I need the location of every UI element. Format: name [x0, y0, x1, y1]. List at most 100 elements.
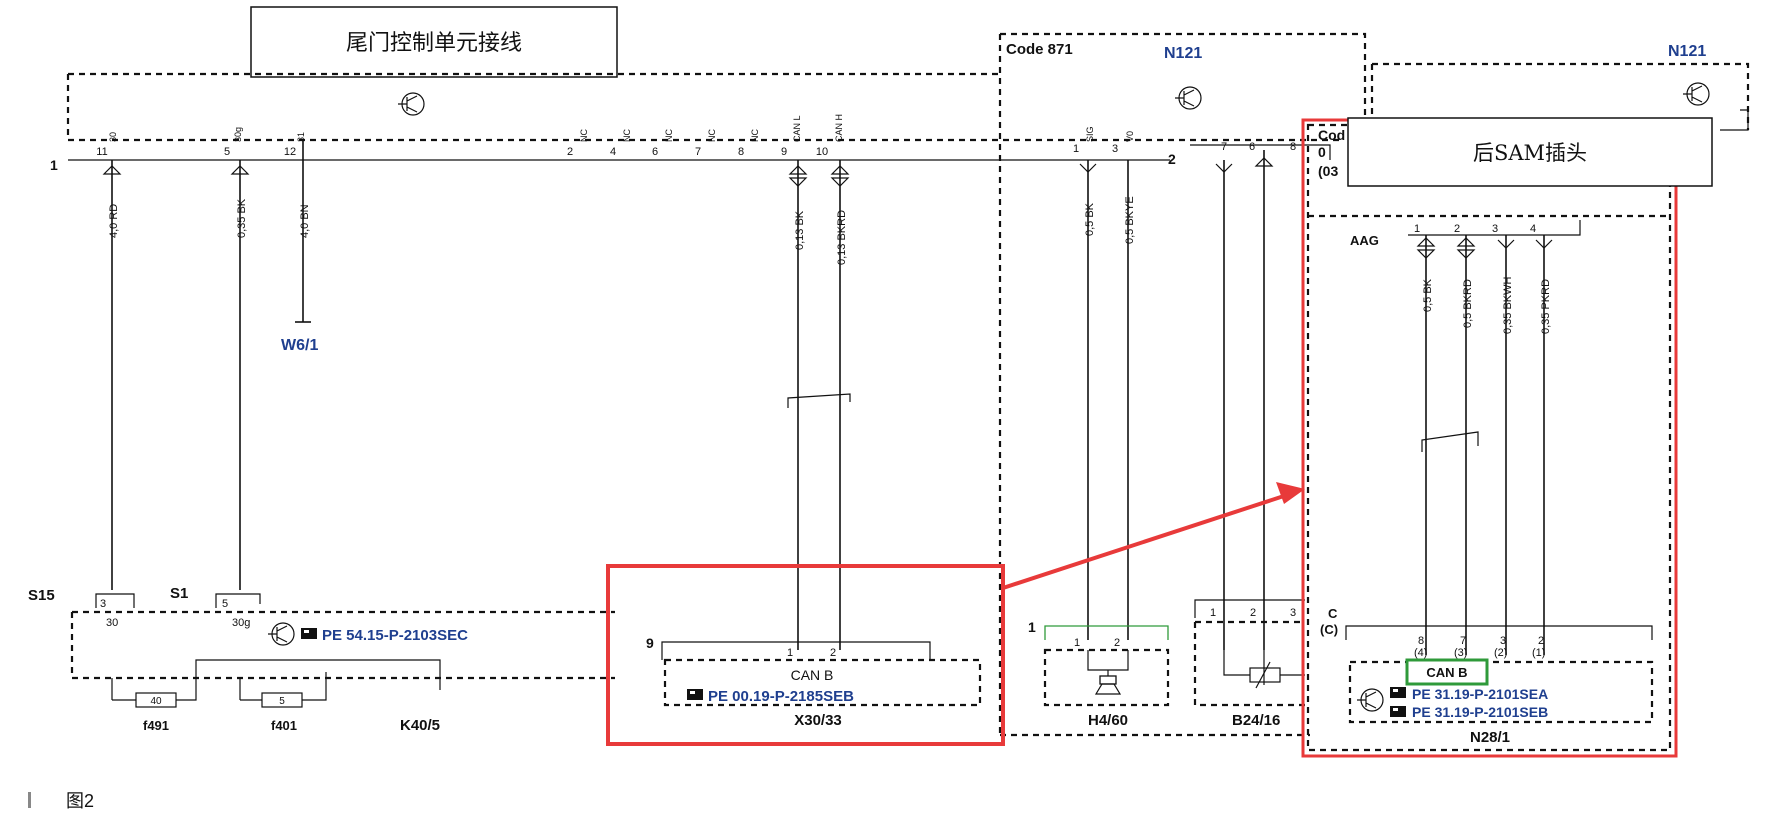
h4-box — [1043, 648, 1170, 707]
relay-module-border — [70, 610, 615, 680]
svg-text:11: 11 — [96, 146, 107, 158]
relay-label: K40/5 — [400, 717, 440, 734]
h4-pin-2: 2 — [1114, 637, 1120, 649]
x30-pin-9: 9 — [646, 635, 654, 651]
svg-text:CAN L: CAN L — [792, 115, 802, 142]
svg-text:NC: NC — [750, 129, 760, 142]
s1-label: S1 — [170, 585, 188, 602]
svg-text:30g: 30g — [233, 127, 243, 142]
b24-box — [1193, 620, 1305, 707]
aag-bracket — [1408, 220, 1581, 236]
n28-transistor-icon — [1357, 688, 1384, 712]
svg-text:0,13 BKRD: 0,13 BKRD — [836, 210, 848, 265]
svg-text:1: 1 — [1073, 143, 1079, 155]
aag-pins: 1 2 3 4 — [1414, 223, 1536, 235]
svg-text:3: 3 — [1500, 635, 1506, 647]
pin-numbers-mid: 1 3 7 6 8 — [1073, 141, 1296, 155]
svg-text:NC: NC — [664, 129, 674, 142]
relay-ref: PE 54.15-P-2103SEC — [322, 627, 468, 644]
code-partial-03: (03 — [1318, 163, 1338, 179]
n28-label: N28/1 — [1470, 729, 1510, 746]
pin-tags-left: 30 30g 31 NC NC NC NC NC CAN L CAN H SIG… — [108, 114, 1135, 142]
svg-text:2: 2 — [1538, 635, 1544, 647]
svg-text:10: 10 — [816, 146, 828, 158]
svg-text:31: 31 — [296, 132, 306, 142]
svg-text:5: 5 — [224, 146, 230, 158]
n28-pins: 8 7 3 2 (4) (3) (2) (1) — [1414, 635, 1545, 659]
h4-bracket — [1044, 625, 1169, 640]
b24-pin-3: 3 — [1290, 607, 1296, 619]
title-box — [250, 6, 618, 78]
x30-pin-2: 2 — [830, 647, 836, 659]
sam-title-box — [1347, 117, 1713, 187]
n28-ref-1: PE 31.19-P-2101SEA — [1412, 686, 1548, 702]
connector-1-label: 1 — [50, 157, 58, 173]
n28-can-label: CAN B — [1426, 665, 1467, 680]
code871-module-border — [998, 32, 1367, 737]
fuse-f401: 5 — [240, 672, 327, 708]
svg-text:4: 4 — [610, 146, 616, 158]
highlight-arrow — [1002, 482, 1305, 590]
n28-connector-box — [1348, 660, 1654, 724]
h4-pin-1: 1 — [1074, 637, 1080, 649]
svg-text:0,35 PKRD: 0,35 PKRD — [1540, 279, 1552, 334]
svg-text:NC: NC — [622, 129, 632, 142]
connector-bus-2 — [1190, 144, 1331, 160]
svg-text:(3): (3) — [1454, 647, 1467, 659]
svg-text:9: 9 — [781, 146, 787, 158]
svg-text:NC: NC — [707, 129, 717, 142]
code-partial: Cod — [1318, 127, 1345, 143]
relay-pin-3: 3 — [100, 598, 106, 610]
h4-label: H4/60 — [1088, 712, 1128, 729]
document-icon — [1390, 706, 1406, 717]
svg-text:2: 2 — [1454, 223, 1460, 235]
svg-text:NC: NC — [579, 129, 589, 142]
caption-marker — [28, 792, 31, 808]
x30-pin-1: 1 — [787, 647, 793, 659]
svg-text:V0: V0 — [1125, 131, 1135, 142]
b24-label: B24/16 — [1232, 712, 1280, 729]
ground-label: W6/1 — [281, 337, 318, 354]
x30-label: X30/33 — [794, 712, 842, 729]
n28-can-highlight — [1405, 658, 1489, 686]
c-label: C — [1328, 606, 1338, 621]
x30-highlight-box — [606, 564, 1005, 746]
sam-title: 后SAM插头 — [1473, 141, 1587, 165]
svg-text:0,5 BKRD: 0,5 BKRD — [1462, 279, 1474, 328]
svg-text:CAN H: CAN H — [834, 114, 844, 142]
relay-pin-5: 5 — [222, 598, 228, 610]
n121-label-b: N121 — [1668, 43, 1706, 60]
b24-pin-2: 2 — [1250, 607, 1256, 619]
relay-internal-line — [195, 659, 441, 690]
code-label: Code 871 — [1006, 41, 1073, 58]
svg-text:(4): (4) — [1414, 647, 1427, 659]
relay-transistor-icon — [268, 622, 295, 646]
b24-pin-1: 1 — [1210, 607, 1216, 619]
relay-output-lines — [111, 678, 241, 700]
svg-text:8: 8 — [1418, 635, 1424, 647]
sensor-icon — [1223, 650, 1305, 689]
svg-text:5: 5 — [279, 696, 285, 707]
svg-text:4: 4 — [1530, 223, 1536, 235]
svg-text:0,35 BK: 0,35 BK — [236, 198, 248, 238]
fuse-f491: 40 — [112, 690, 197, 708]
code-partial-0: 0 — [1318, 144, 1326, 160]
svg-text:0,5 BK: 0,5 BK — [1422, 278, 1434, 312]
fuse-f401-label: f401 — [271, 718, 297, 733]
svg-text:2: 2 — [567, 146, 573, 158]
s15-switch — [95, 593, 135, 608]
speaker-icon — [1087, 650, 1129, 695]
aag-label: AAG — [1350, 233, 1379, 248]
x30-ref: PE 00.19-P-2185SEB — [708, 688, 854, 705]
n121-module-border — [1370, 62, 1750, 130]
svg-text:4,0 RD: 4,0 RD — [108, 204, 120, 238]
x30-can-label: CAN B — [791, 667, 834, 683]
svg-text:SIG: SIG — [1085, 126, 1095, 142]
svg-text:30: 30 — [108, 132, 118, 142]
svg-text:6: 6 — [1249, 141, 1255, 153]
svg-text:0,35 BKWH: 0,35 BKWH — [1502, 276, 1514, 334]
n121-label-a: N121 — [1164, 45, 1202, 62]
fuse-f491-label: f491 — [143, 718, 169, 733]
n121-bracket — [1720, 109, 1749, 131]
